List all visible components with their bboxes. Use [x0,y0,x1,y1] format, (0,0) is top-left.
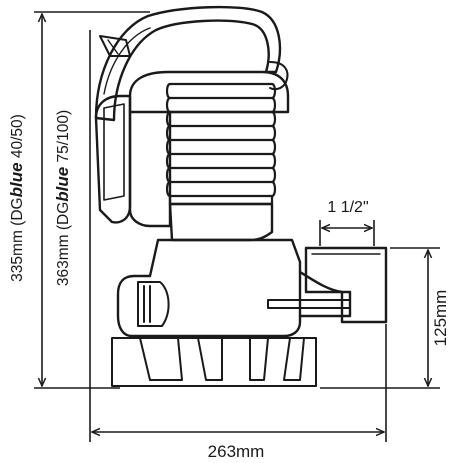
cooling-fins [165,82,277,206]
pump-body [94,5,388,387]
base-foot-3 [249,337,269,381]
height-label-line-2: 363mm (DGblue 75/100) [53,110,72,286]
width-label: 263mm [208,442,265,461]
base-foot-4 [283,337,305,381]
outlet-size-label: 1 1/2" [327,199,368,216]
pump-handle [94,5,282,122]
pump-neck [168,202,274,242]
motor-cap [128,70,290,114]
motor-housing [128,110,172,228]
base-foot-1 [139,337,183,381]
base-plate [111,337,317,387]
outlet-height-label: 125mm [431,290,450,347]
height-label-line-1: 335mm (DGblue 40/50) [7,114,26,282]
float-arm [267,299,351,309]
front-panel [94,94,132,224]
height-label-group: 335mm (DGblue 40/50) [7,114,26,282]
float-bracket [137,281,170,327]
outlet-fitting [304,246,388,324]
base-foot-2 [197,337,223,381]
pump-volute [116,238,302,338]
outlet-height-label-group: 125mm [431,290,450,347]
height-label-group-2: 363mm (DGblue 75/100) [53,110,72,286]
